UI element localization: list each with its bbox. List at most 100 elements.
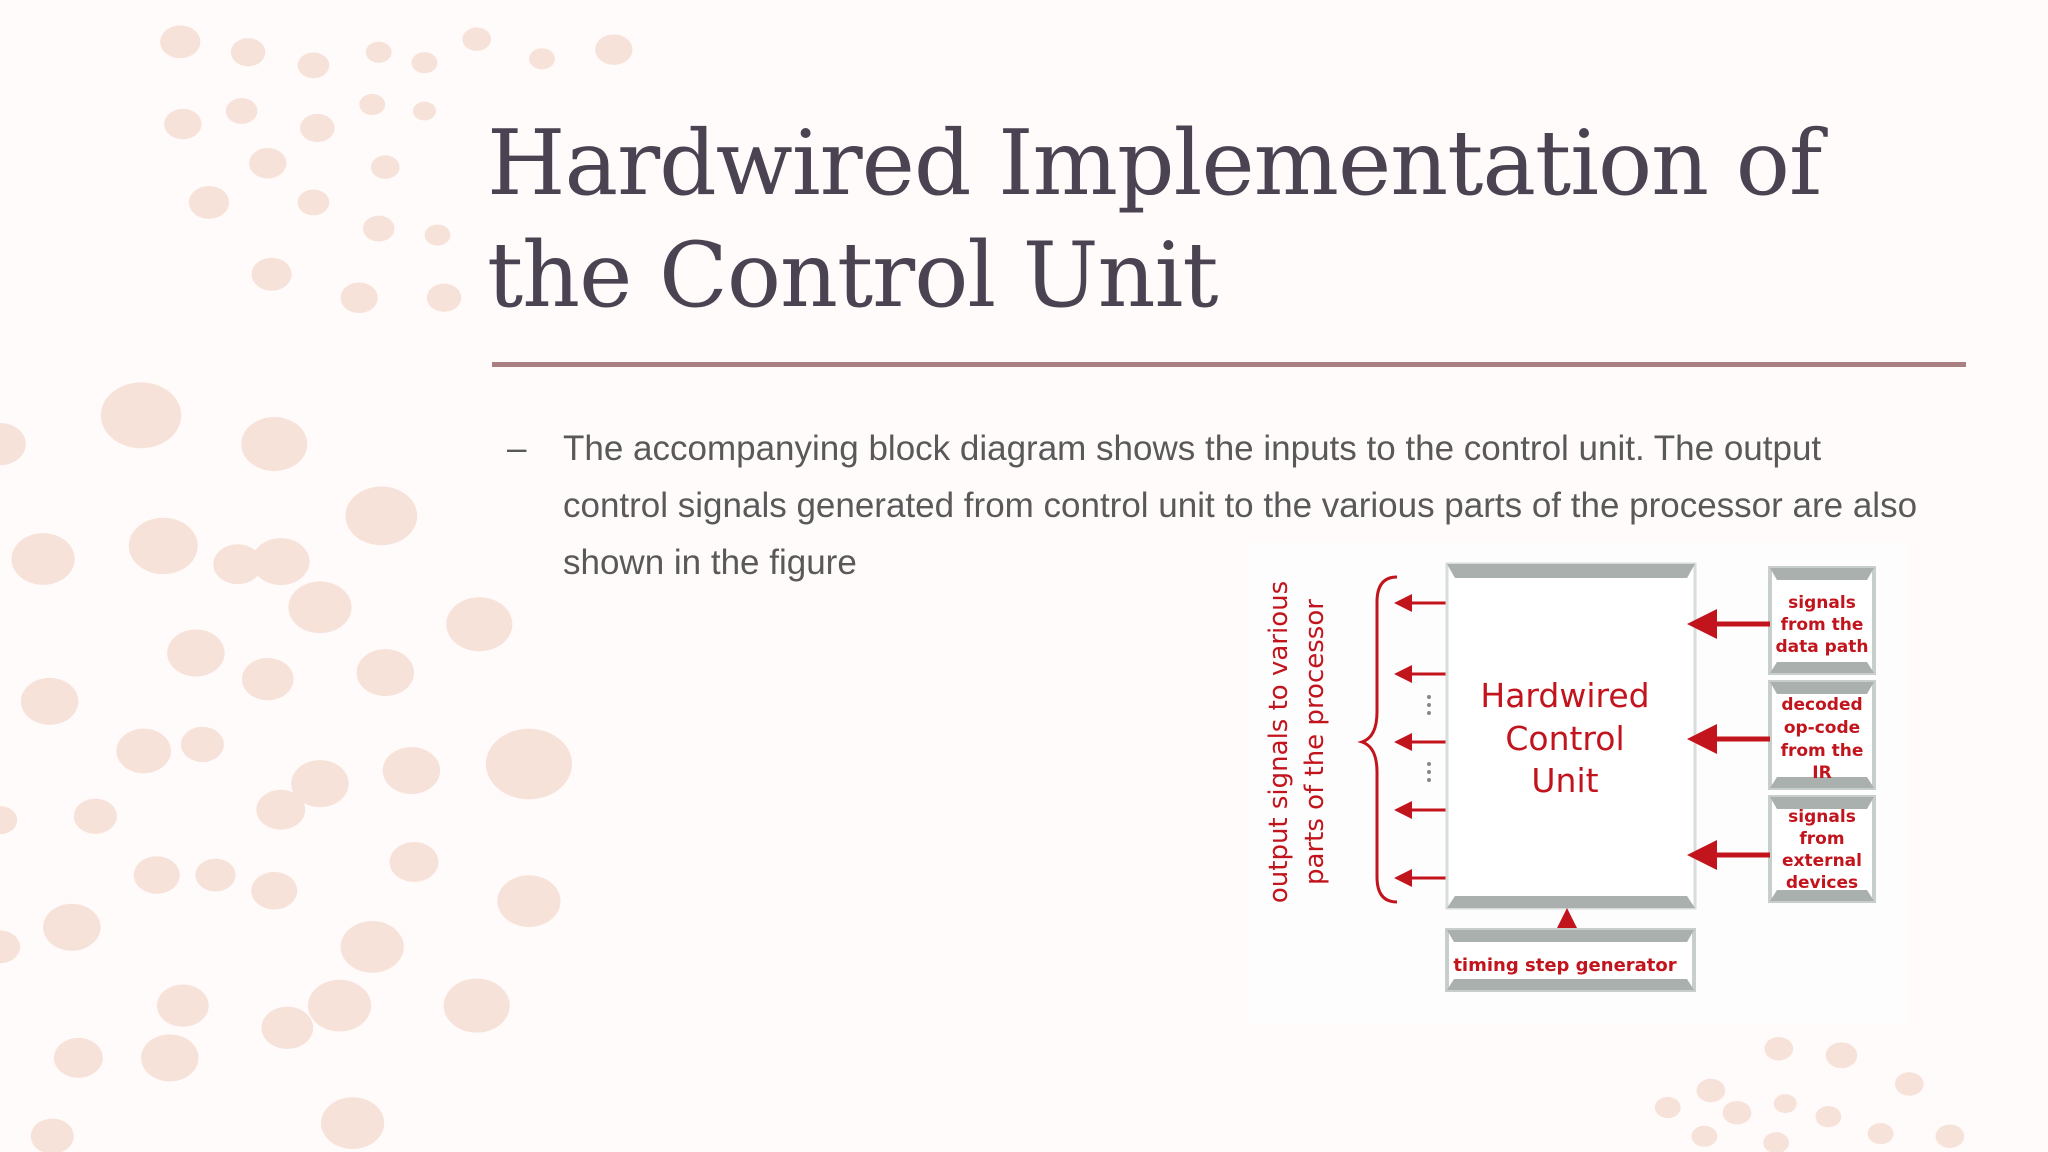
background-dot [1764,1036,1794,1061]
background-dot [307,979,372,1032]
background-dot [485,728,573,800]
bullet-item: – The accompanying block diagram shows t… [507,420,1923,591]
brace [1357,575,1398,904]
background-dot [300,113,335,143]
background-dot [53,1037,103,1078]
background-dot [1815,1106,1842,1128]
input-arrows [1687,609,1770,870]
background-dot [1696,1078,1726,1103]
background-dot [362,215,395,242]
output-label-line-1: output signals to various [1264,581,1294,903]
background-dot [167,629,225,677]
background-dot [0,422,26,466]
background-dot [0,806,18,835]
bullet-dash: – [507,429,527,468]
background-dot [345,486,418,546]
background-dot [261,1006,314,1049]
background-dot [411,52,438,74]
background-dot [370,155,400,179]
slide-title: Hardwired Implementation of the Control … [487,108,1987,332]
background-dot [1691,1125,1718,1147]
output-label-line-2: parts of the processor [1300,599,1330,885]
background-dot [164,108,202,140]
input-box-op-code: decoded op-code from the IR [1768,680,1876,790]
background-dot [321,1097,385,1150]
input-2-line-4: IR [1812,763,1831,783]
background-dot [1935,1124,1965,1148]
background-dot [252,538,310,586]
background-dot [356,649,415,697]
input-3-line-4: devices [1786,873,1858,893]
background-dot [241,417,308,472]
input-3-line-2: from [1799,829,1844,849]
input-3-line-3: external [1782,851,1862,871]
background-dot [462,27,492,51]
bullet-text: The accompanying block diagram shows the… [563,429,1918,582]
input-3-line-1: signals [1788,807,1856,827]
background-dot [30,1118,74,1152]
background-dot [180,726,224,763]
timing-step-generator-block: timing step generator [1445,928,1696,992]
background-dot [0,930,21,964]
background-dot [288,581,352,634]
main-block-line-3: Unit [1531,761,1598,800]
background-dot [1867,1123,1894,1145]
background-dot [297,189,330,216]
background-dot [1654,1096,1681,1119]
background-dot [249,147,287,179]
input-2-line-1: decoded [1781,695,1862,715]
main-block-line-1: Hardwired [1480,676,1649,715]
background-dot [426,283,462,312]
input-1-line-3: data path [1775,637,1868,657]
background-dot [251,871,298,910]
background-dot [1763,1132,1790,1152]
background-dot [497,875,561,927]
background-dot [359,93,386,116]
background-dot [11,533,75,585]
ellipsis-dots [1427,695,1431,782]
background-dot [20,677,79,725]
input-2-line-3: from the [1781,741,1864,761]
background-dot [365,41,392,63]
background-dot [1722,1100,1752,1125]
background-dot [595,34,633,65]
input-1-line-1: signals [1788,593,1856,613]
input-box-data-path: signals from the data path [1768,566,1876,675]
background-dot [195,858,236,892]
title-line-1: Hardwired Implementation of [487,111,1822,216]
background-dot [251,257,292,291]
background-dot [382,747,441,795]
background-dot [160,25,201,59]
background-dot [241,657,294,701]
title-divider [492,362,1966,367]
background-dot [1773,1094,1797,1113]
background-dot [291,760,349,808]
title-line-2: the Control Unit [487,223,1219,328]
background-dot [230,38,266,67]
background-dot [412,101,436,121]
background-dot [424,224,451,246]
output-arrows [1394,594,1446,887]
background-dot [443,978,510,1033]
background-dot [446,597,513,652]
background-dot [128,517,198,575]
input-2-line-2: op-code [1784,718,1860,738]
background-dot [100,382,182,449]
background-dot [1825,1042,1858,1069]
background-dot [225,98,258,124]
background-dot [213,544,263,585]
background-dot [389,841,439,882]
timing-label: timing step generator [1453,955,1676,976]
background-dot [43,903,101,951]
hardwired-control-unit-block: Hardwired Control Unit [1445,562,1697,910]
background-dot [156,984,209,1027]
background-dot [1895,1072,1924,1096]
background-dot [116,728,171,774]
main-block-line-2: Control [1505,719,1624,758]
input-1-line-2: from the [1781,615,1864,635]
background-dot [340,282,378,314]
input-box-external-devices: signals from external devices [1768,795,1876,903]
background-dot [141,1034,199,1082]
background-dot [529,48,555,70]
